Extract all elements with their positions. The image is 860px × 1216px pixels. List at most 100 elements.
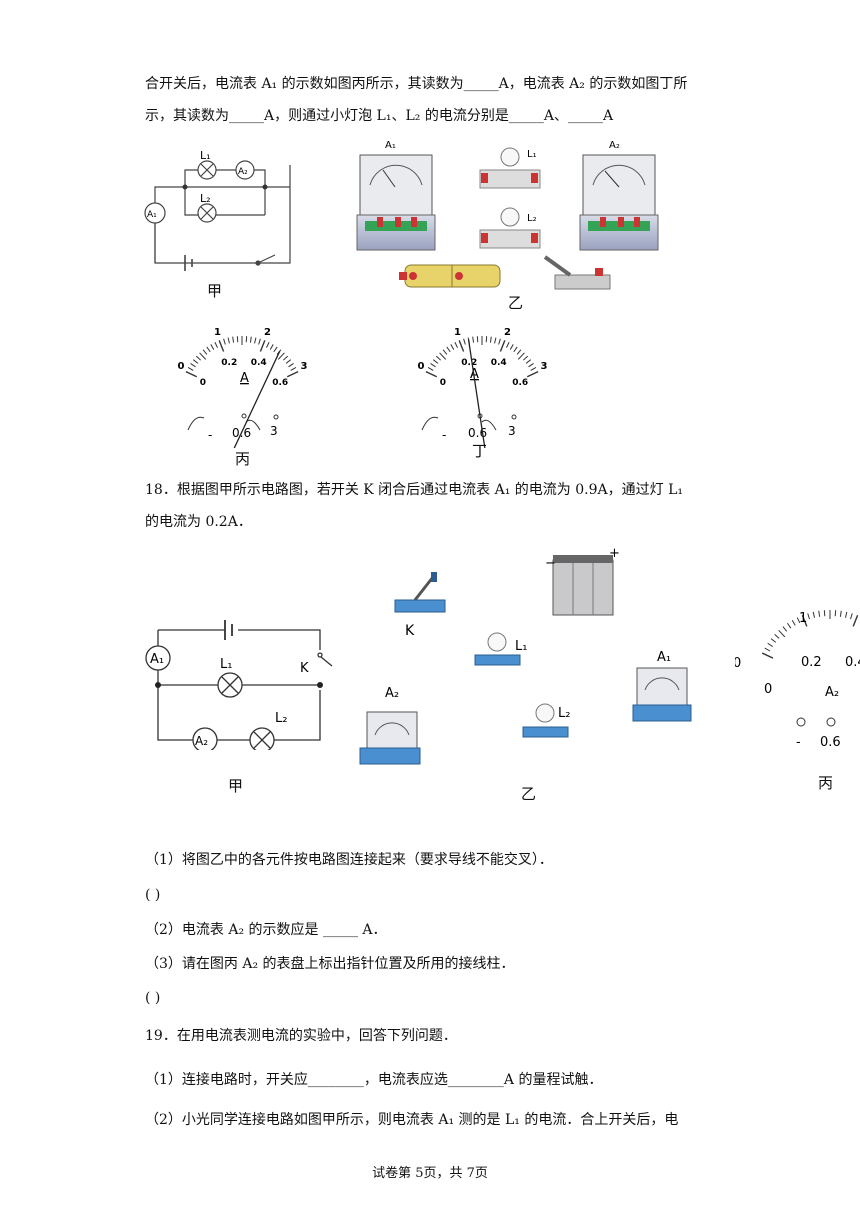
dial-inner-label: 0 bbox=[440, 378, 446, 388]
dial-tick bbox=[778, 629, 786, 638]
lamp-l2-device bbox=[522, 703, 569, 738]
dial-tick bbox=[509, 344, 514, 350]
q19-text-line1: 19．在用电流表测电流的实验中，回答下列问题． bbox=[145, 1028, 457, 1044]
dial-tick bbox=[525, 359, 532, 364]
q18-text-line1: 18．根据图甲所示电路图，若开关 K 闭合后通过电流表 A₁ 的电流为 0.9A… bbox=[145, 482, 683, 498]
dial-tick bbox=[195, 355, 202, 361]
dial-tick bbox=[807, 613, 810, 620]
label-k-device: K bbox=[405, 623, 415, 639]
caption-ding-17: 丁 bbox=[472, 442, 488, 460]
q18-sub1: （1）将图乙中的各元件按电路图连接起来（要求导线不能交叉）． bbox=[145, 852, 553, 868]
dial-inner-label: 0.2 bbox=[221, 358, 237, 368]
dial-tick bbox=[513, 346, 518, 353]
q18-blank3: ( ) bbox=[145, 990, 161, 1006]
battery-minus: − bbox=[545, 556, 556, 571]
dial-tick bbox=[288, 363, 294, 368]
dial-tick bbox=[277, 352, 285, 360]
dial-tick bbox=[852, 615, 859, 627]
caption-bing-18: 丙 bbox=[818, 774, 834, 792]
dial-tick bbox=[430, 363, 436, 368]
dial-tick bbox=[286, 370, 299, 378]
label-a1: A₁ bbox=[147, 210, 157, 220]
tick-1: 1 bbox=[799, 611, 807, 626]
dial-tick bbox=[427, 367, 434, 371]
dial-tick bbox=[269, 344, 274, 350]
q19-sub2: （2）小光同学连接电路如图甲所示，则电流表 A₁ 测的是 L₁ 的电流．合上开关… bbox=[145, 1112, 679, 1128]
ammeter-a2-device bbox=[579, 154, 659, 251]
terminal-3: 3 bbox=[508, 424, 516, 438]
terminal-minus: - bbox=[208, 428, 212, 442]
dial-tick bbox=[522, 355, 529, 361]
dial-tick bbox=[530, 367, 537, 371]
label-a2-device: A₂ bbox=[385, 686, 399, 701]
tick-0-inner: 0 bbox=[764, 682, 772, 697]
q17-components-yi: A₁ L₁ L₂ A₂ bbox=[356, 140, 659, 290]
q17-text-line1: 合开关后，电流表 A₁ 的示数如图丙所示，其读数为_____A，电流表 A₂ 的… bbox=[145, 76, 688, 92]
dial-tick bbox=[774, 633, 780, 639]
label-l2-device: L₂ bbox=[527, 213, 537, 224]
dial-tick bbox=[844, 611, 848, 618]
dial-tick bbox=[223, 338, 226, 345]
label-l1-device: L₁ bbox=[515, 639, 527, 654]
q18-text-line2: 的电流为 0.2A． bbox=[145, 514, 252, 530]
battery-pack bbox=[399, 264, 501, 288]
dial-outer-label: 0 bbox=[177, 361, 184, 372]
dial-tick bbox=[761, 652, 774, 659]
dial-tick bbox=[425, 370, 438, 378]
ammeter-a1-symbol bbox=[145, 645, 171, 671]
q17-circuit-diagram-jia: L₁ A₂ L₂ A₁ bbox=[144, 149, 291, 271]
q19-sub1: （1）连接电路时，开关应________，电流表应选________A 的量程试… bbox=[145, 1072, 603, 1088]
battery-device bbox=[552, 555, 614, 616]
meter-needle bbox=[467, 339, 486, 448]
battery-plus: + bbox=[609, 546, 620, 561]
dial-tick bbox=[812, 611, 816, 618]
dial-tick bbox=[450, 344, 455, 350]
q18-sub3: （3）请在图丙 A₂ 的表盘上标出指针位置及所用的接线柱． bbox=[145, 956, 515, 972]
dial-tick bbox=[767, 642, 773, 647]
dial-tick bbox=[282, 355, 289, 361]
terminal-minus: - bbox=[442, 428, 446, 442]
dial-tick bbox=[202, 349, 208, 355]
dial-tick bbox=[232, 336, 235, 343]
q18-circuit-diagram-jia: A₁ L₁ K A₂ L₂ bbox=[145, 620, 333, 750]
dial-tick bbox=[214, 342, 218, 348]
dial-tick bbox=[850, 613, 853, 620]
dial-tick bbox=[259, 340, 266, 352]
meter-bing-unit: A bbox=[240, 371, 249, 386]
dial-tick bbox=[227, 337, 230, 344]
dial-tick bbox=[782, 626, 788, 632]
lamp-l1-device bbox=[474, 632, 521, 666]
dial-tick bbox=[528, 363, 534, 368]
dial-tick bbox=[206, 346, 211, 353]
label-k: K bbox=[300, 661, 309, 676]
meter-label-a2: A₂ bbox=[825, 685, 839, 700]
dial-tick bbox=[185, 370, 198, 378]
tick-0.4: 0.4 bbox=[845, 655, 860, 670]
dial-tick bbox=[463, 338, 466, 345]
meter-needle bbox=[233, 351, 281, 448]
dial-outer-label: 2 bbox=[264, 327, 271, 338]
dial-tick bbox=[442, 349, 448, 355]
dial-inner-label: 0 bbox=[200, 378, 206, 388]
label-l1-device: L₁ bbox=[527, 149, 537, 160]
lamp-l2-symbol bbox=[249, 727, 275, 750]
dial-tick bbox=[489, 336, 492, 343]
meter-ding-unit: A bbox=[470, 367, 479, 382]
ammeter-a1-symbol bbox=[144, 202, 166, 224]
dial-tick bbox=[764, 647, 771, 652]
dial-tick bbox=[439, 352, 447, 360]
caption-bing-17: 丙 bbox=[235, 450, 251, 468]
ammeter-a2-symbol bbox=[192, 727, 218, 750]
dial-tick bbox=[266, 342, 270, 348]
terminal-3: 3 bbox=[270, 424, 278, 438]
dial-tick bbox=[192, 359, 199, 364]
dial-tick bbox=[499, 340, 506, 352]
label-l1: L₁ bbox=[200, 149, 211, 162]
label-a2: A₂ bbox=[195, 734, 208, 748]
terminal-0.6: 0.6 bbox=[468, 426, 487, 440]
label-a1: A₁ bbox=[150, 652, 164, 667]
q18-meter-bing: 0 1 0.2 0.4 0 A₂ - 0.6 bbox=[735, 610, 860, 750]
label-l2: L₂ bbox=[275, 711, 287, 726]
dial-tick bbox=[273, 346, 278, 353]
dial-tick bbox=[285, 359, 292, 364]
